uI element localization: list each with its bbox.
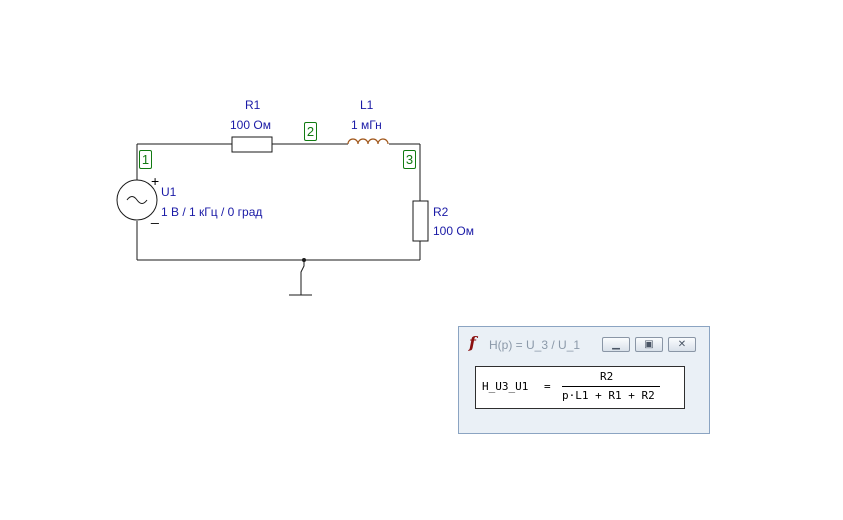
minimize-icon: ▁ xyxy=(612,339,620,350)
node-1-marker[interactable]: 1 xyxy=(139,150,152,169)
formula-numerator: R2 xyxy=(600,370,614,383)
function-f-icon: f xyxy=(469,333,476,352)
r1-value: 100 Ом xyxy=(230,118,271,132)
formula-equals: = xyxy=(544,380,551,393)
node-3-marker[interactable]: 3 xyxy=(403,150,416,169)
u1-name: U1 xyxy=(161,185,177,199)
transfer-function-window[interactable]: f H(p) = U_3 / U_1 ▁ ▣ ✕ H_U3_U1 = R2 p·… xyxy=(458,326,710,434)
maximize-button[interactable]: ▣ xyxy=(635,337,663,352)
formula-panel: H_U3_U1 = R2 p·L1 + R1 + R2 xyxy=(475,366,685,409)
u1-value: 1 В / 1 кГц / 0 град xyxy=(161,205,263,219)
r2-name: R2 xyxy=(433,205,449,219)
l1-value: 1 мГн xyxy=(351,118,382,132)
window-titlebar[interactable]: f H(p) = U_3 / U_1 ▁ ▣ ✕ xyxy=(459,327,709,361)
r1-name: R1 xyxy=(245,98,261,112)
formula-lhs: H_U3_U1 xyxy=(482,380,529,393)
inductor-l1[interactable] xyxy=(347,138,389,145)
node-2-marker[interactable]: 2 xyxy=(304,122,317,141)
resistor-r2[interactable] xyxy=(412,200,429,242)
plus-sign: + xyxy=(151,173,160,189)
l1-name: L1 xyxy=(360,98,374,112)
sine-wave-icon xyxy=(126,196,148,204)
close-button[interactable]: ✕ xyxy=(668,337,696,352)
resistor-r1[interactable] xyxy=(231,136,273,153)
formula-denominator: p·L1 + R1 + R2 xyxy=(562,389,655,402)
minus-sign: _ xyxy=(151,208,159,224)
wires xyxy=(136,143,421,296)
minimize-button[interactable]: ▁ xyxy=(602,337,630,352)
r2-value: 100 Ом xyxy=(433,224,474,238)
window-title: H(p) = U_3 / U_1 xyxy=(489,338,581,352)
close-icon: ✕ xyxy=(677,339,687,350)
maximize-icon: ▣ xyxy=(644,339,654,350)
fraction-bar xyxy=(562,386,660,387)
junction-dot xyxy=(302,258,306,262)
